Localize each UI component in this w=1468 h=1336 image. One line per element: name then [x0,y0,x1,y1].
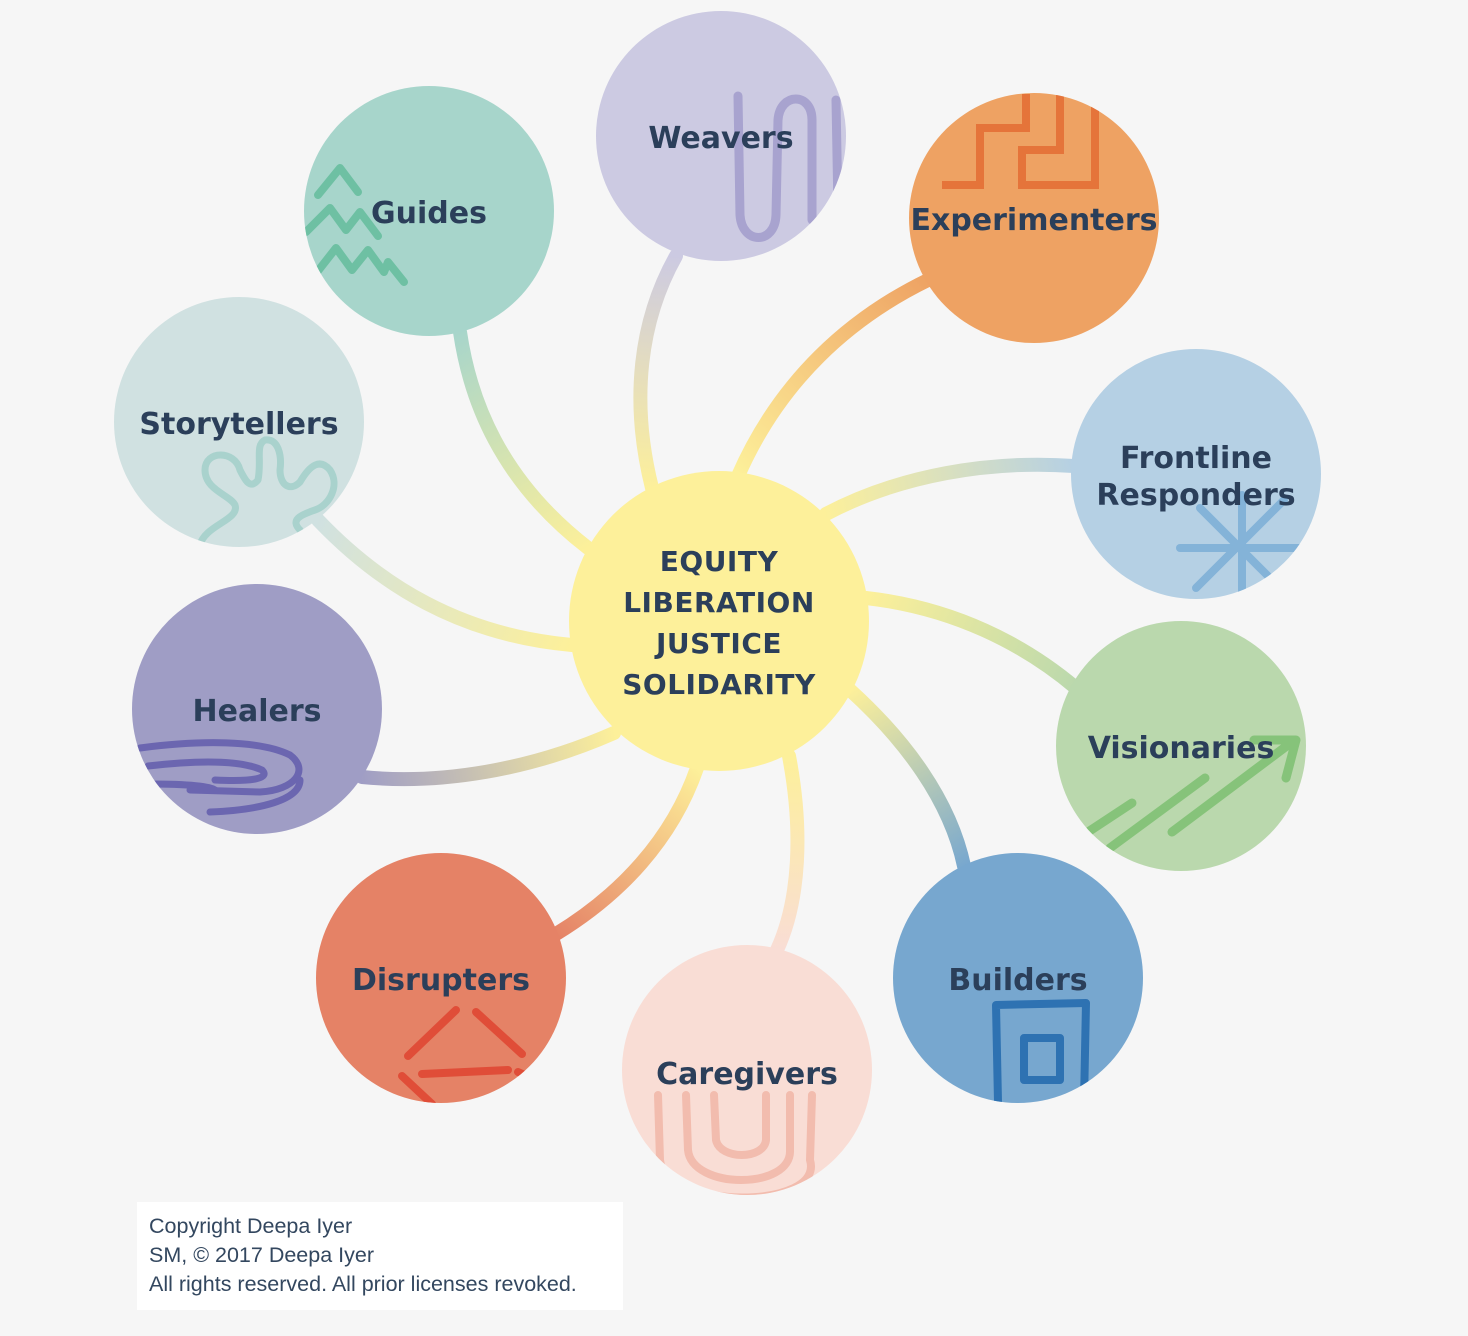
connector-frontline [819,457,1081,521]
frame-pattern-icon [992,999,1090,1103]
center-circle [569,471,869,771]
connectors [311,249,1083,957]
role-label-visionaries: Visionaries [1088,731,1275,766]
role-label-guides: Guides [371,196,487,231]
role-label-frontline-line1: Frontline [1120,441,1272,476]
role-visionaries: Visionaries [1056,621,1306,871]
connector-builders [843,683,971,873]
role-circle-guides [304,86,554,336]
role-weavers: Weavers [596,11,846,261]
connector-visionaries [859,591,1083,695]
connector-weavers [633,249,683,495]
center-label-justice: JUSTICE [654,627,782,660]
copyright-line-2: SM, © 2017 Deepa Iyer [149,1243,374,1267]
connector-storytellers [311,513,579,652]
role-label-experimenters: Experimenters [910,203,1157,238]
role-label-disrupters: Disrupters [352,963,530,998]
role-circle-frontline-responders [1071,349,1321,599]
connector-guides [453,325,595,555]
role-label-storytellers: Storytellers [139,407,338,442]
connector-caregivers [770,749,805,957]
role-circle-healers [132,584,382,834]
flowing-loops-icon [136,739,304,816]
role-label-frontline-line2: Responders [1096,478,1295,513]
connector-disrupters [549,761,704,941]
role-circle-builders [893,853,1143,1103]
role-label-builders: Builders [948,963,1087,998]
connector-healers [355,726,621,787]
role-label-caregivers: Caregivers [656,1057,838,1092]
copyright-line-3: All rights reserved. All prior licenses … [149,1272,577,1296]
role-builders: Builders [893,853,1143,1103]
center-label-equity: EQUITY [660,545,779,578]
role-frontline-responders: Frontline Responders [1071,349,1321,599]
role-label-weavers: Weavers [648,121,793,156]
center-values: EQUITY LIBERATION JUSTICE SOLIDARITY [569,471,869,771]
role-caregivers: Caregivers [622,945,872,1195]
copyright-line-1: Copyright Deepa Iyer [149,1214,353,1238]
squiggle-pattern-icon [196,436,338,547]
role-circle-weavers [596,11,846,261]
center-label-solidarity: SOLIDARITY [622,668,816,701]
center-label-liberation: LIBERATION [623,586,815,619]
role-label-healers: Healers [193,694,322,729]
role-healers: Healers [132,584,382,834]
role-storytellers: Storytellers [114,297,364,547]
role-disrupters: Disrupters [316,853,566,1103]
zigzag-pattern-icon [304,164,408,286]
connector-experimenters [731,273,935,483]
role-experimenters: Experimenters [909,93,1159,343]
steps-pattern-icon [942,93,1099,189]
copyright-notice: Copyright Deepa Iyer SM, © 2017 Deepa Iy… [137,1202,623,1310]
role-guides: Guides [304,86,554,336]
arrow-pattern-icon [1083,735,1301,853]
